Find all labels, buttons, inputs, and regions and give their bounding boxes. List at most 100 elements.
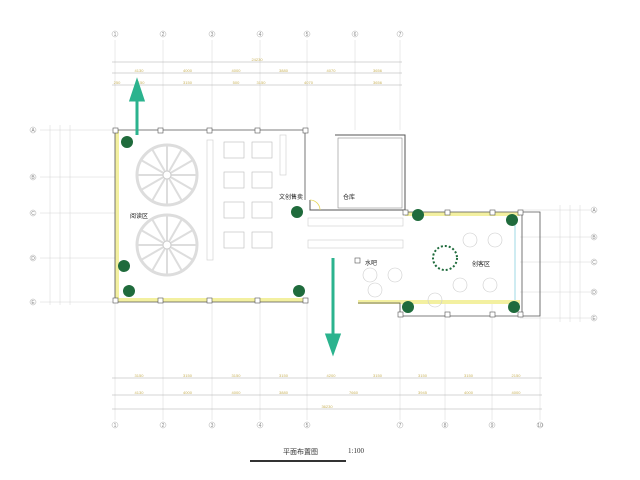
wall: [522, 211, 541, 317]
plant-tree: [432, 245, 458, 271]
wall-fill: [115, 130, 119, 302]
axis-bubble: [303, 421, 311, 429]
wall-fill: [358, 300, 520, 304]
dim-text: 3150: [183, 373, 193, 378]
room-label-water-bar: 水吧: [365, 259, 377, 267]
column: [206, 127, 213, 134]
dim-text: 3150: [136, 80, 146, 85]
axis-label: 1: [114, 423, 117, 429]
chair: [482, 277, 498, 293]
axis-bubble: [208, 421, 216, 429]
dim-text: 4130: [135, 68, 145, 73]
shelf-spoke: [140, 174, 168, 191]
column: [397, 311, 404, 318]
axis-label: 2: [162, 32, 165, 38]
axis-label: A: [592, 208, 596, 214]
shelf-spoke: [166, 174, 183, 202]
wall-shelf: [206, 139, 214, 261]
axis-bubble: [29, 173, 37, 181]
axis-bubble: [208, 30, 216, 38]
chair: [452, 277, 468, 293]
display-table: [223, 231, 245, 249]
shelf-spoke: [166, 244, 183, 272]
chair: [462, 232, 478, 248]
dim-text: 4000: [183, 390, 193, 395]
display-table: [223, 141, 245, 159]
axis-bubble: [590, 206, 598, 214]
exit-arrow-icon: [324, 258, 342, 357]
axis-label: E: [31, 300, 35, 306]
column: [206, 297, 213, 304]
room-label-maker: 创客区: [472, 260, 490, 268]
axis-bubble: [488, 421, 496, 429]
axis-bubble: [590, 288, 598, 296]
dim-text: 4000: [464, 390, 474, 395]
shelf-spoke: [151, 148, 168, 176]
title-underline: [250, 460, 346, 462]
dim-text: 4000: [232, 68, 242, 73]
storage-wall: [309, 134, 406, 211]
plant: [118, 260, 130, 272]
column: [517, 209, 524, 216]
entry-arrow-icon: [128, 77, 146, 135]
dim-text: 4000: [232, 390, 242, 395]
dim-text: 36230: [321, 404, 333, 409]
dim-text: 4070: [304, 80, 314, 85]
display-table: [251, 201, 273, 219]
axis-bubble: [256, 421, 264, 429]
dim-text: 3150: [464, 373, 474, 378]
plant: [402, 301, 414, 313]
dim-text: 24230: [251, 57, 263, 62]
axis-label: B: [592, 235, 596, 241]
dim-text: 3945: [418, 390, 428, 395]
room-label-storage: 仓库: [343, 193, 355, 201]
axis-label: 5: [306, 423, 309, 429]
shelf-spoke: [151, 244, 168, 272]
axis-label: 3: [211, 32, 214, 38]
axis-label: E: [592, 316, 596, 322]
dim-text: 3880: [279, 390, 289, 395]
column: [302, 297, 309, 304]
axis-label: 3: [211, 423, 214, 429]
column: [112, 297, 119, 304]
room-label-shop: 文创售卖: [279, 193, 303, 201]
axis-label: 6: [354, 32, 357, 38]
shelf-spoke: [166, 218, 183, 246]
axis-bubble: [29, 298, 37, 306]
drawing-scale: 1:100: [348, 447, 364, 455]
axis-label: C: [592, 260, 596, 266]
plant: [506, 214, 518, 226]
axis-bubble: [256, 30, 264, 38]
chair: [487, 232, 503, 248]
plant: [293, 285, 305, 297]
dim-text: 3150: [183, 80, 193, 85]
display-table: [223, 171, 245, 189]
column: [302, 127, 309, 134]
column: [157, 297, 164, 304]
plant: [291, 206, 303, 218]
axis-label: 7: [399, 32, 402, 38]
axis-bubble: [111, 30, 119, 38]
column: [517, 311, 524, 318]
axis-bubble: [536, 421, 544, 429]
storage-inner: [337, 137, 403, 209]
plant: [121, 136, 133, 148]
dim-text: 4200: [327, 373, 337, 378]
axis-label: 10: [537, 423, 543, 429]
plant: [508, 301, 520, 313]
axis-bubble: [441, 421, 449, 429]
shelf-spoke: [166, 229, 194, 246]
axis-label: 9: [491, 423, 494, 429]
dim-text: 3150: [373, 373, 383, 378]
axis-label: 4: [259, 32, 262, 38]
dim-text: 250: [114, 80, 121, 85]
dim-text: 4130: [135, 390, 145, 395]
axis-label: B: [31, 175, 35, 181]
shelf: [279, 134, 287, 176]
dim-text: 7660: [349, 390, 359, 395]
axis-bubble: [29, 126, 37, 134]
column: [112, 127, 119, 134]
chair: [427, 292, 443, 308]
dim-text: 3150: [135, 373, 145, 378]
